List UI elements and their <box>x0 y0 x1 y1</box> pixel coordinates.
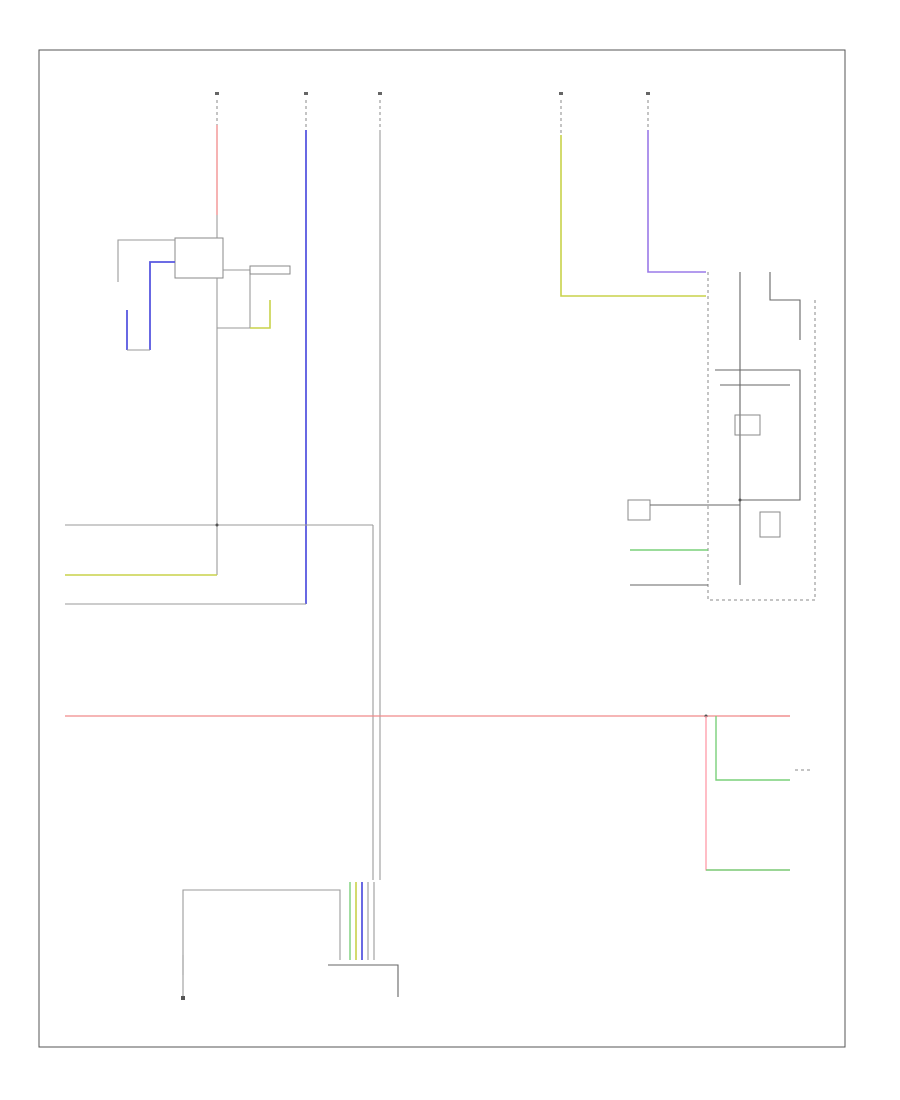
fuse-feed-1 <box>215 92 219 215</box>
instrument-cluster <box>707 272 816 601</box>
cluster-side-connectors <box>627 499 740 586</box>
relay-box <box>174 237 224 279</box>
bottom-connector <box>181 882 399 1000</box>
red-data-line <box>65 714 790 718</box>
fuse-feed-4 <box>559 92 706 297</box>
diagram-frame <box>38 49 846 1048</box>
fuse-feed-5 <box>646 92 706 273</box>
fuse-feed-3 <box>378 92 382 880</box>
transmission-box <box>249 265 291 275</box>
right-branches <box>705 715 812 871</box>
left-bus-lines <box>65 523 374 880</box>
fuse-feed-2 <box>304 92 308 604</box>
brake-relay-group <box>117 215 291 575</box>
